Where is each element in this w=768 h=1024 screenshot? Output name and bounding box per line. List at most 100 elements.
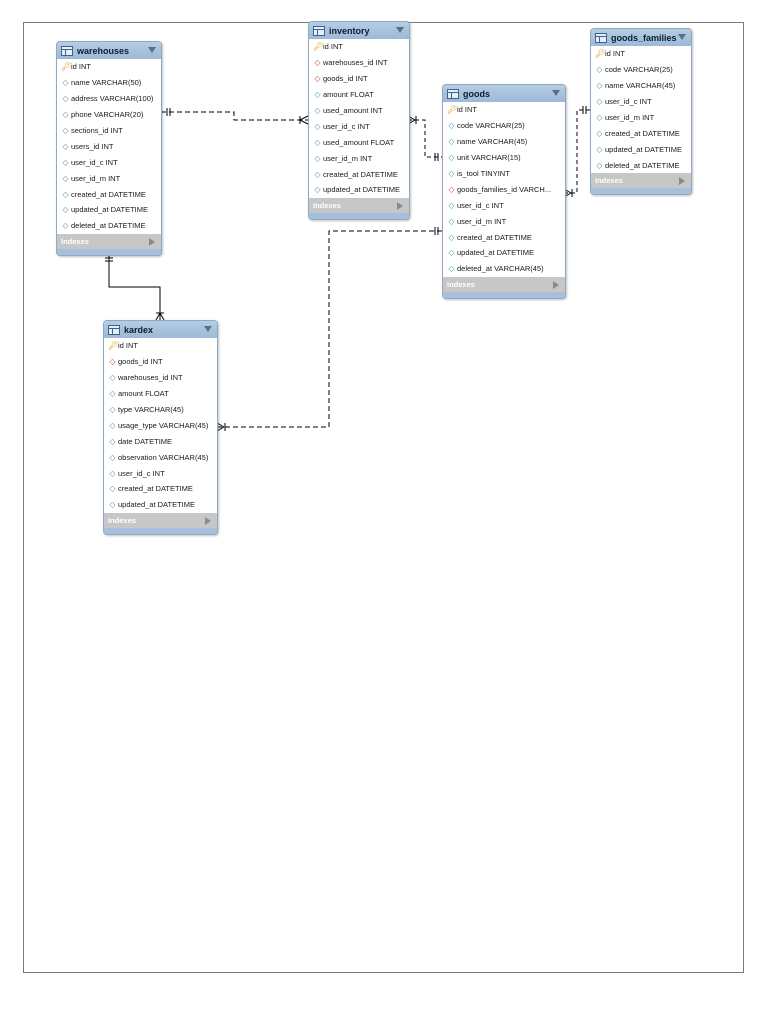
table-kardex[interactable]: kardex 🔑︎id INT ◇goods_id INT ◇warehouse… [103,320,218,535]
column-row[interactable]: ◇name VARCHAR(50) [57,75,161,91]
column-row[interactable]: ◇user_id_m INT [309,150,409,166]
table-header[interactable]: goods_families [591,29,691,46]
relationship-goods-goodsfamilies[interactable] [563,106,590,198]
column-icon: ◇ [448,137,455,147]
column-row[interactable]: ◇created_at DATETIME [309,166,409,182]
column-icon: ◇ [448,121,455,131]
column-row[interactable]: ◇phone VARCHAR(20) [57,107,161,123]
table-title: kardex [124,324,154,335]
primary-key-icon: 🔑︎ [313,42,324,52]
column-label: observation VARCHAR(45) [118,452,209,462]
expand-arrow-icon[interactable] [205,516,211,525]
column-row[interactable]: ◇used_amount INT [309,103,409,119]
column-row[interactable]: ◇user_id_c INT [443,197,565,213]
column-row[interactable]: ◇user_id_m INT [443,213,565,229]
column-row[interactable]: ◇goods_id INT [104,354,217,370]
column-icon: ◇ [314,185,321,195]
table-header[interactable]: kardex [104,321,217,338]
column-row[interactable]: ◇type VARCHAR(45) [104,402,217,418]
column-row[interactable]: 🔑︎id INT [309,39,409,55]
column-row[interactable]: ◇user_id_c INT [309,118,409,134]
column-row[interactable]: ◇created_at DATETIME [57,186,161,202]
indexes-section[interactable]: Indexes [591,173,691,189]
table-header[interactable]: inventory [309,22,409,39]
column-icon: ◇ [448,232,455,242]
column-icon: ◇ [62,78,69,88]
column-label: code VARCHAR(25) [457,121,525,131]
column-row[interactable]: ◇goods_families_id VARCH... [443,181,565,197]
expand-arrow-icon[interactable] [149,237,155,246]
column-row[interactable]: 🔑︎id INT [57,59,161,75]
column-row[interactable]: ◇sections_id INT [57,123,161,139]
column-row[interactable]: ◇user_id_c INT [104,465,217,481]
column-row[interactable]: ◇warehouses_id INT [104,370,217,386]
column-icon: ◇ [109,452,116,462]
column-row[interactable]: ◇user_id_c INT [57,154,161,170]
table-header[interactable]: goods [443,85,565,102]
relationship-warehouses-kardex[interactable] [105,253,165,321]
column-row[interactable]: ◇deleted_at DATETIME [57,218,161,234]
column-row[interactable]: ◇warehouses_id INT [309,55,409,71]
column-row[interactable]: ◇is_tool TINYINT [443,166,565,182]
primary-key-icon: 🔑︎ [595,49,606,59]
column-row[interactable]: ◇address VARCHAR(100) [57,91,161,107]
indexes-section[interactable]: Indexes [443,276,565,292]
column-row[interactable]: ◇goods_id INT [309,71,409,87]
table-goods-families[interactable]: goods_families 🔑︎id INT ◇code VARCHAR(25… [590,28,692,196]
column-row[interactable]: ◇user_id_c INT [591,94,691,110]
collapse-arrow-icon[interactable] [678,34,686,40]
column-row[interactable]: 🔑︎id INT [104,338,217,354]
column-row[interactable]: ◇updated_at DATETIME [309,182,409,198]
indexes-section[interactable]: Indexes [104,512,217,528]
column-row[interactable]: ◇created_at DATETIME [591,125,691,141]
indexes-section[interactable]: Indexes [57,233,161,249]
relationship-warehouses-inventory[interactable] [161,108,309,125]
column-row[interactable]: ◇usage_type VARCHAR(45) [104,417,217,433]
column-row[interactable]: ◇deleted_at VARCHAR(45) [443,261,565,277]
column-row[interactable]: 🔑︎id INT [591,46,691,62]
column-row[interactable]: ◇updated_at DATETIME [591,141,691,157]
column-row[interactable]: ◇amount FLOAT [309,87,409,103]
column-row[interactable]: ◇amount FLOAT [104,386,217,402]
column-row[interactable]: ◇created_at DATETIME [443,229,565,245]
column-row[interactable]: ◇user_id_m INT [57,170,161,186]
indexes-section[interactable]: Indexes [309,197,409,213]
column-row[interactable]: ◇used_amount FLOAT [309,134,409,150]
column-row[interactable]: ◇updated_at DATETIME [57,202,161,218]
column-row[interactable]: ◇user_id_m INT [591,110,691,126]
column-row[interactable]: ◇code VARCHAR(25) [591,62,691,78]
table-icon [61,45,73,56]
relationship-inventory-goods[interactable] [407,115,442,161]
column-icon: ◇ [448,153,455,163]
collapse-arrow-icon[interactable] [396,27,404,33]
collapse-arrow-icon[interactable] [148,47,156,53]
column-row[interactable]: ◇unit VARCHAR(15) [443,150,565,166]
relationship-kardex-goods[interactable] [216,227,442,432]
column-label: id INT [323,42,344,52]
column-row[interactable]: ◇created_at DATETIME [104,481,217,497]
expand-arrow-icon[interactable] [679,177,685,186]
column-row[interactable]: ◇updated_at DATETIME [104,497,217,513]
expand-arrow-icon[interactable] [553,280,559,289]
collapse-arrow-icon[interactable] [204,326,212,332]
column-label: name VARCHAR(45) [457,137,528,147]
column-row[interactable]: ◇observation VARCHAR(45) [104,449,217,465]
table-inventory[interactable]: inventory 🔑︎id INT ◇warehouses_id INT ◇g… [308,21,410,220]
column-row[interactable]: ◇users_id INT [57,138,161,154]
column-row[interactable]: ◇updated_at DATETIME [443,245,565,261]
column-row[interactable]: 🔑︎id INT [443,102,565,118]
column-label: user_id_m INT [323,153,373,163]
column-row[interactable]: ◇code VARCHAR(25) [443,118,565,134]
table-goods[interactable]: goods 🔑︎id INT ◇code VARCHAR(25) ◇name V… [442,84,566,299]
table-warehouses[interactable]: warehouses 🔑︎id INT ◇name VARCHAR(50) ◇a… [56,41,162,256]
column-row[interactable]: ◇name VARCHAR(45) [443,134,565,150]
column-row[interactable]: ◇name VARCHAR(45) [591,78,691,94]
expand-arrow-icon[interactable] [397,201,403,210]
table-icon [313,25,325,36]
column-row[interactable]: ◇date DATETIME [104,433,217,449]
column-row[interactable]: ◇deleted_at DATETIME [591,157,691,173]
table-title: inventory [329,25,370,36]
indexes-label: Indexes [313,200,341,210]
table-header[interactable]: warehouses [57,42,161,59]
collapse-arrow-icon[interactable] [552,90,560,96]
